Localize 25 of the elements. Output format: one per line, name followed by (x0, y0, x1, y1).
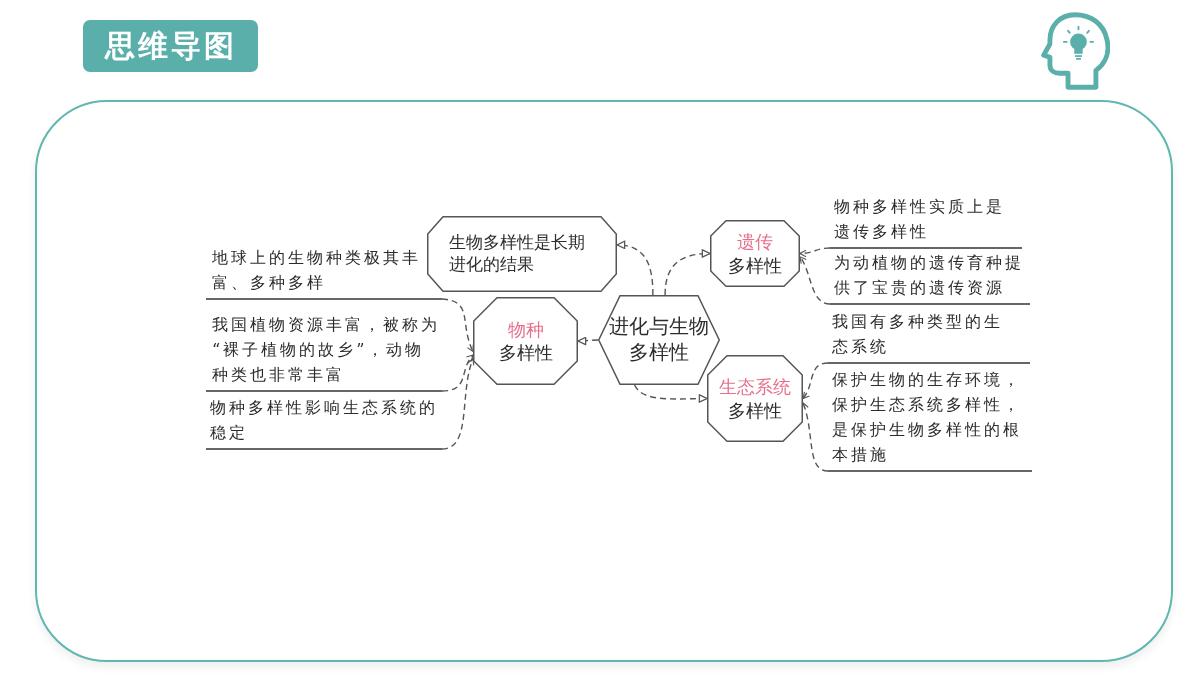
node-title: 物种 (507, 317, 544, 341)
dashed-arrow (577, 336, 599, 346)
node-label: 多样性 (728, 253, 782, 277)
dashed-arrow (664, 249, 711, 296)
dashed-arrow (441, 357, 475, 450)
node-title: 遗传 (737, 230, 773, 254)
dashed-arrow (802, 362, 829, 400)
underlined-note: 物种多样性影响生态系统的稳定 (206, 395, 442, 450)
title-banner: 思维导图 (83, 20, 258, 72)
underlined-note: 为动植物的遗传育种提供了宝贵的遗传资源 (830, 250, 1030, 305)
dashed-arrow (799, 247, 831, 258)
underlined-note: 保护生物的生存环境，保护生态系统多样性，是保护生物多样性的根本措施 (828, 367, 1032, 472)
underlined-note: 地球上的生物种类极其丰富、多种多样 (206, 245, 442, 300)
dashed-arrow (799, 256, 831, 305)
underlined-note: 我国植物资源丰富，被称为“裸子植物的故乡”，动物种类也非常丰富 (206, 312, 442, 392)
dashed-arrow (616, 241, 654, 296)
node-title: 生态系统 (719, 375, 791, 399)
underlined-note: 我国有多种类型的生态系统 (828, 309, 1030, 364)
underlined-note: 物种多样性实质上是遗传多样性 (830, 194, 1022, 249)
dashed-arrow (633, 384, 708, 403)
dashed-arrow (441, 354, 474, 392)
node-label: 生物多样性是长期进化的结果 (449, 232, 586, 276)
node-label: 进化与生物多样性 (608, 314, 710, 366)
node-label: 多样性 (728, 398, 782, 422)
node-label: 多样性 (498, 341, 553, 365)
